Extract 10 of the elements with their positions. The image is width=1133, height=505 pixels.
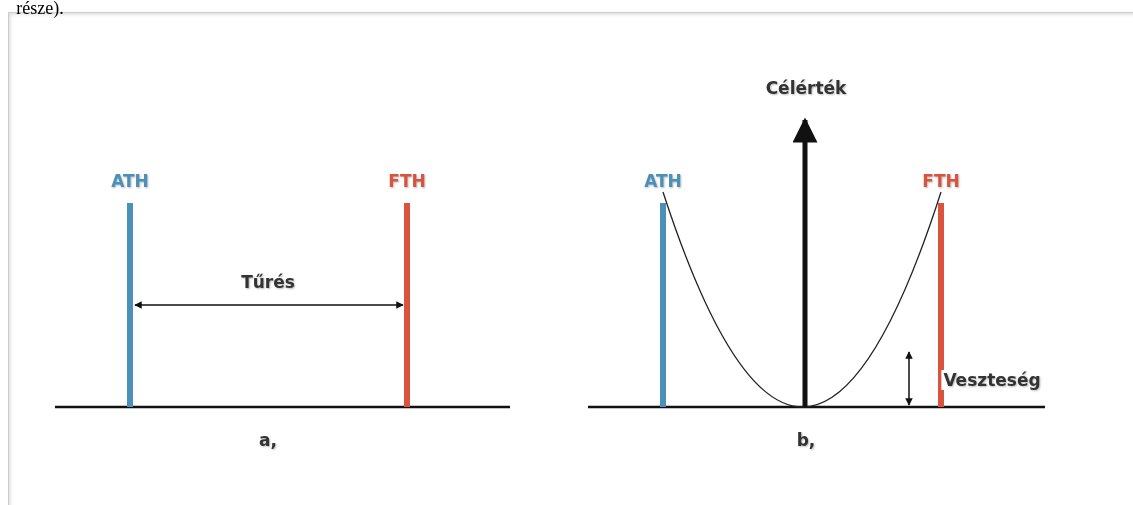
limit-label: FTH: [922, 171, 960, 191]
dimension-label: Tűrés: [241, 272, 295, 292]
limit-label: FTH: [388, 171, 426, 191]
target-label: Célérték: [765, 78, 847, 98]
panel-label: a,: [259, 430, 277, 450]
page-text: része).: [16, 0, 64, 19]
panel-label: b,: [796, 430, 816, 450]
limit-label: ATH: [111, 171, 149, 191]
dimension-label: Veszteség: [941, 370, 1043, 390]
limit-label: ATH: [644, 171, 682, 191]
